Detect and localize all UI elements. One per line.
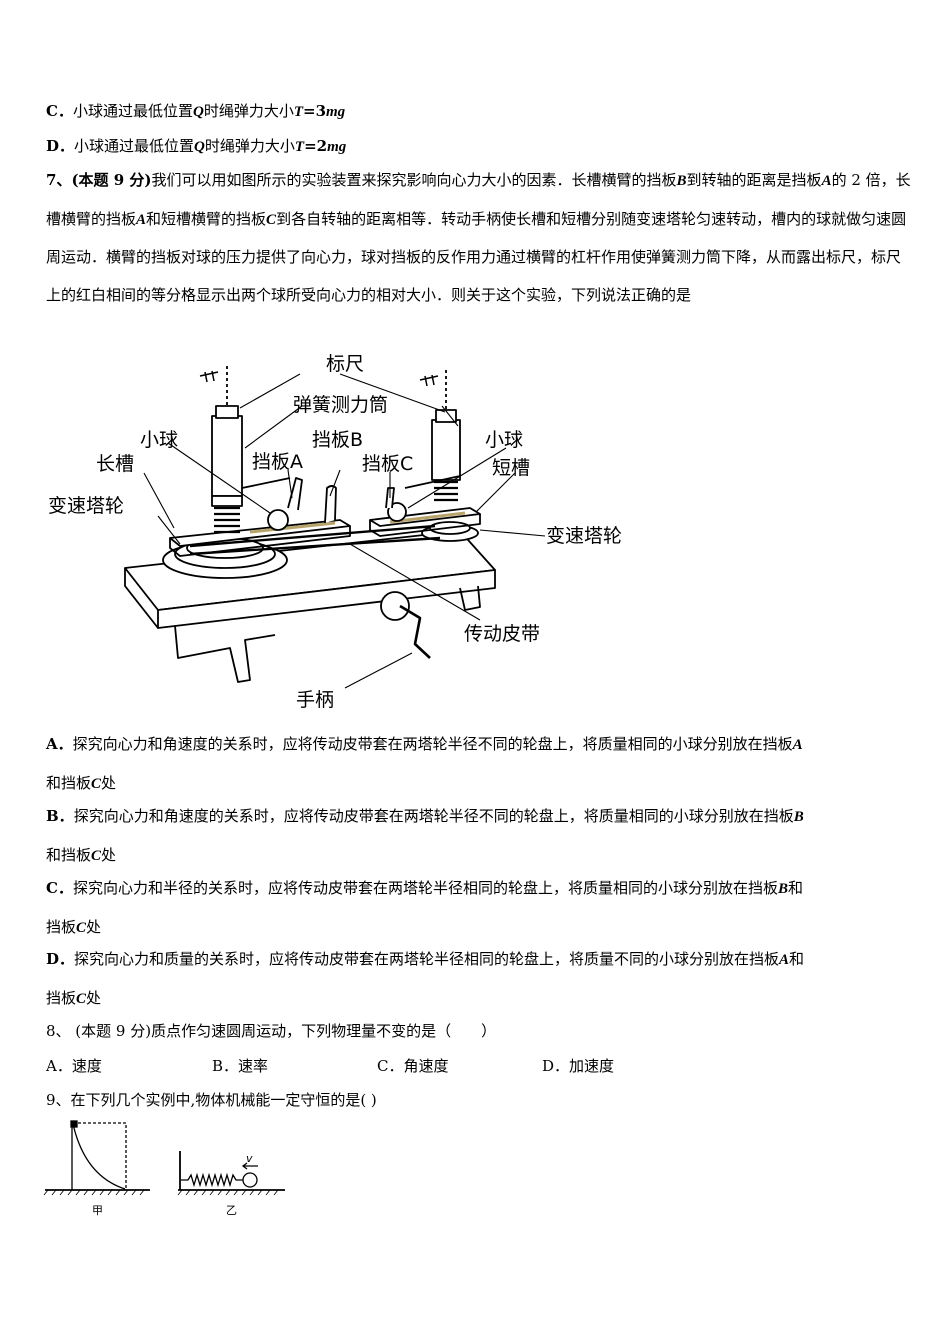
q7-option-a: A．探究向心力和角速度的关系时，应将传动皮带套在两塔轮半径不同的轮盘上，将质量相… <box>46 735 803 792</box>
label-spring-gauge: 弹簧测力筒 <box>293 394 388 416</box>
spring-gauge-right <box>431 419 461 481</box>
q7-stem: 7、(本题 9 分)我们可以用如图所示的实验装置来探究影响向心力大小的因素．长槽… <box>46 171 911 304</box>
label-short-slot: 短槽 <box>492 457 530 479</box>
table-leg-right <box>459 585 481 611</box>
label-ball-left: 小球 <box>140 429 178 451</box>
label-long-slot: 长槽 <box>96 453 134 475</box>
fig-yi-v-label: v <box>246 1152 253 1165</box>
table-front <box>157 569 496 629</box>
crank-handle <box>399 604 431 659</box>
q8-option-a: A．速度 <box>46 1057 102 1075</box>
label-handle: 手柄 <box>296 689 334 711</box>
label-baffle-b: 挡板B <box>312 429 363 451</box>
label-baffle-c: 挡板C <box>362 453 413 475</box>
fig-jia-block <box>70 1120 78 1128</box>
q8-option-b: B．速率 <box>212 1057 269 1075</box>
ball-left <box>267 509 289 531</box>
q6-option-c: C．小球通过最低位置Q时绳弹力大小T=3mg <box>46 102 346 120</box>
fig-yi-spring <box>181 1172 243 1188</box>
label-belt: 传动皮带 <box>464 623 540 645</box>
q7-option-d: D．探究向心力和质量的关系时，应将传动皮带套在两塔轮半径相同的轮盘上，将质量不同… <box>46 950 805 1007</box>
q7-option-b: B．探究向心力和角速度的关系时，应将传动皮带套在两塔轮半径不同的轮盘上，将质量相… <box>46 807 804 864</box>
fig-yi-velocity-arrow <box>241 1162 258 1170</box>
fig-jia-dashed-box <box>73 1122 127 1189</box>
label-ball-right: 小球 <box>485 429 523 451</box>
q6-option-d: D．小球通过最低位置Q时绳弹力大小T=2mg <box>46 137 347 155</box>
label-pulley-right: 变速塔轮 <box>546 525 622 547</box>
baffle-a <box>287 477 303 511</box>
crank-wheel <box>380 591 410 621</box>
table-leg-left <box>174 625 276 683</box>
fig-jia-caption: 甲 <box>92 1204 103 1217</box>
q8-option-d: D．加速度 <box>542 1057 615 1075</box>
q9-stem: 9、在下列几个实例中,物体机械能一定守恒的是( ) <box>46 1091 377 1109</box>
baffle-b <box>324 485 337 524</box>
q7-option-c: C．探究向心力和半径的关系时，应将传动皮带套在两塔轮半径相同的轮盘上，将质量相同… <box>46 879 803 936</box>
label-pulley-left: 变速塔轮 <box>48 495 124 517</box>
fig-yi-caption: 乙 <box>226 1204 237 1217</box>
q8-stem: 8、 (本题 9 分)质点作匀速圆周运动，下列物理量不变的是（ ） <box>46 1022 497 1040</box>
transmission-belt <box>189 524 441 556</box>
label-baffle-a: 挡板A <box>252 451 303 473</box>
q7-apparatus-figure: 标尺 弹簧测力筒 小球 小球 长槽 挡板B 挡板A 挡板C 短槽 变速塔轮 变速… <box>48 353 622 711</box>
fig-jia-curve <box>72 1123 126 1190</box>
q8-option-c: C．角速度 <box>377 1057 449 1075</box>
fig-yi-ball <box>242 1172 258 1188</box>
label-ruler: 标尺 <box>326 353 364 375</box>
q9-figures: v 甲 乙 <box>43 1120 285 1217</box>
